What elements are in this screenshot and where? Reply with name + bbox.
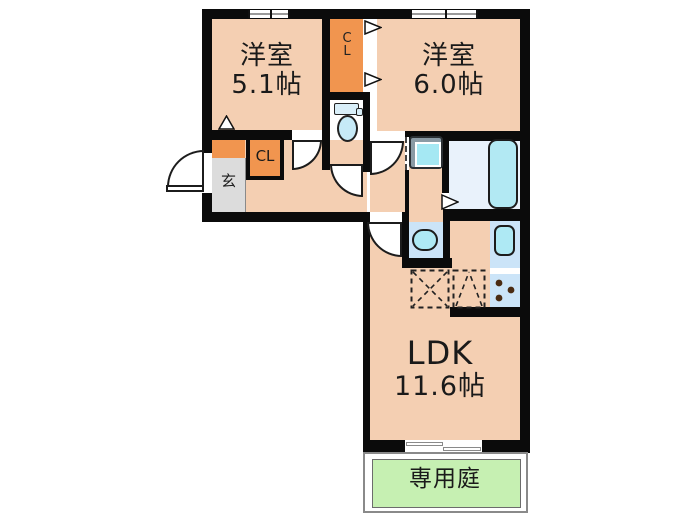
bedroom2-floor <box>377 19 520 131</box>
wall <box>363 212 370 452</box>
front-door-opening <box>202 153 212 193</box>
wall <box>202 212 363 222</box>
wall <box>450 307 530 317</box>
counter-break <box>490 268 520 274</box>
wall <box>443 221 450 268</box>
accordion-door <box>405 137 409 170</box>
sliding-door-arrow-icon <box>364 72 382 87</box>
wall <box>330 92 370 100</box>
window-divider <box>270 10 272 18</box>
kitchen-counter <box>490 221 520 268</box>
bedroom1-floor <box>212 19 322 130</box>
washbasin-bowl <box>415 142 441 167</box>
closet-top-label: C L <box>338 32 356 58</box>
ldk-name: LDK <box>406 334 474 372</box>
washing-machine-pan <box>409 222 443 258</box>
wall <box>442 131 449 193</box>
wall <box>443 209 530 221</box>
entrance-floor <box>212 158 246 212</box>
wall <box>402 258 452 268</box>
shoe-cabinet <box>212 140 245 158</box>
garden-floor <box>372 459 521 508</box>
ldk-label: LDK 11.6帖 <box>375 334 505 402</box>
door-opening <box>292 130 322 140</box>
wall <box>202 9 530 19</box>
wall <box>402 212 409 268</box>
washing-machine-icon <box>412 229 438 251</box>
toilet-bowl-icon <box>337 115 358 142</box>
wall <box>202 130 292 140</box>
closet-hall-floor <box>250 140 280 176</box>
bedroom2-area: 6.0帖 <box>413 70 485 101</box>
bedroom1-name: 洋室 <box>239 41 294 71</box>
closet-hall-box <box>246 136 284 180</box>
wall <box>520 9 530 453</box>
toilet-flush-icon <box>356 108 363 116</box>
window-glass-line <box>250 13 288 15</box>
wall <box>363 440 405 453</box>
garden-frame <box>363 452 528 513</box>
sliding-glass-door <box>405 441 482 452</box>
bedroom1-area: 5.1帖 <box>231 70 303 101</box>
refrigerator-space <box>410 269 450 309</box>
kitchen-sink-icon <box>494 225 515 256</box>
front-door-leaf <box>166 185 204 192</box>
sliding-door-arrow-icon <box>364 20 382 35</box>
entrance-label: 玄 <box>220 172 236 190</box>
wall <box>405 131 530 141</box>
wall <box>363 92 370 172</box>
door-opening <box>370 131 405 141</box>
gas-stove-icon <box>490 274 520 307</box>
bath-folding-door-arrow-icon <box>441 194 459 210</box>
wall <box>405 170 409 212</box>
window-glass-line <box>412 13 476 15</box>
wall <box>322 9 330 170</box>
bedroom2-label: 洋室 6.0帖 <box>388 41 510 101</box>
closet-top-floor <box>330 19 363 92</box>
door-opening <box>370 212 402 222</box>
sliding-pane <box>406 442 443 446</box>
bathtub-icon <box>488 139 518 209</box>
ldk-area: 11.6帖 <box>393 370 487 402</box>
window <box>248 10 290 18</box>
closet-top-letter-l: L <box>343 44 351 59</box>
wall <box>482 440 530 453</box>
window <box>410 10 478 18</box>
bedroom1-label: 洋室 5.1帖 <box>207 41 327 101</box>
closet-top-letter-c: C <box>342 31 352 46</box>
washer-space <box>452 269 486 309</box>
closet-door-arrow-icon <box>218 115 235 130</box>
wall <box>202 9 212 222</box>
sliding-pane <box>443 447 481 451</box>
window-divider <box>445 10 447 18</box>
washbasin-icon <box>409 136 443 169</box>
bedroom2-name: 洋室 <box>421 41 476 71</box>
front-door-arc <box>167 150 204 187</box>
closet-hall-label: CL <box>255 147 275 165</box>
garden-label: 専用庭 <box>409 466 481 492</box>
